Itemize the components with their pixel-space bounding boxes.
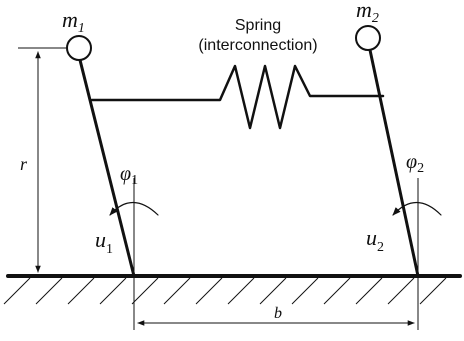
u-1-label: u1 (95, 227, 113, 257)
spring-label-line-2: (interconnection) (198, 37, 317, 54)
u-2-label: u2 (366, 225, 384, 255)
pendulum-2-rod (368, 48, 420, 278)
phi-1-label: φ1 (120, 163, 138, 188)
ground-hatching (3, 277, 447, 305)
rotation-arc-2 (392, 201, 442, 216)
spring-label-line-1: Spring (235, 17, 281, 34)
mass-2-label: m2 (356, 0, 379, 26)
mass-1-circle (66, 35, 92, 61)
r-label: r (20, 154, 28, 174)
phi-2-label: φ2 (406, 151, 424, 176)
b-label: b (274, 305, 282, 322)
pendulum-1-rod (78, 58, 136, 278)
rotation-arc-1 (109, 201, 159, 216)
mass-1-label: m1 (62, 7, 85, 36)
mass-2-circle (355, 25, 381, 51)
spring-element (90, 64, 385, 130)
